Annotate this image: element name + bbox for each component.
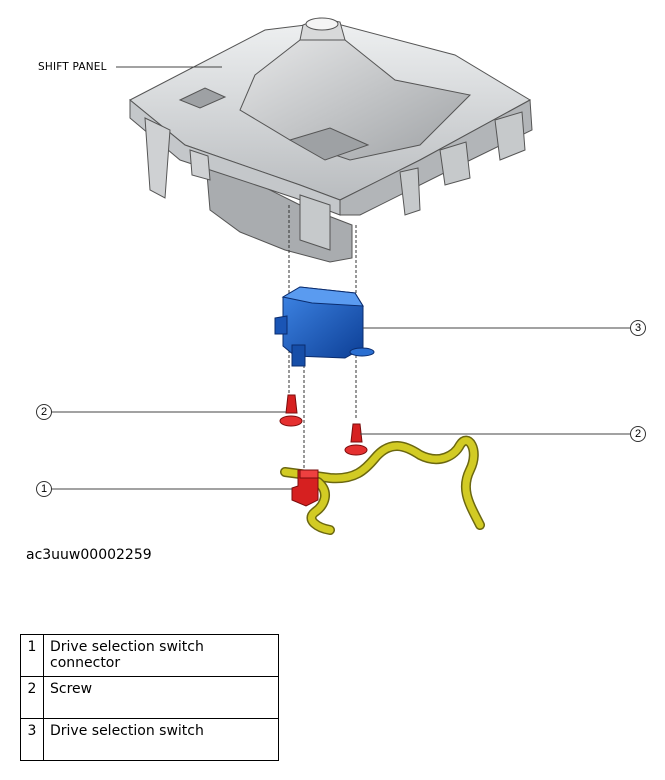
parts-legend-table: 1 Drive selection switch connector 2 Scr… [20, 634, 279, 761]
screw-left [279, 394, 303, 427]
drive-selection-switch [274, 286, 375, 367]
shift-panel [129, 17, 533, 263]
callout-3: 3 [630, 320, 646, 336]
wire-harness [280, 435, 485, 535]
part-description: Drive selection switch [43, 718, 279, 761]
parts-diagram: SHIFT PANEL 3 2 2 1 [36, 17, 646, 535]
part-number: 1 [20, 634, 44, 677]
callout-2-left: 2 [36, 404, 52, 420]
table-row: 1 Drive selection switch connector [20, 634, 279, 677]
drive-selection-switch-connector [291, 469, 319, 507]
table-row: 2 Screw [20, 676, 279, 719]
exploded-view-illustration [50, 17, 630, 535]
part-description: Screw [43, 676, 279, 719]
part-number: 2 [20, 676, 44, 719]
screw-right [344, 423, 368, 456]
callout-leaders [50, 327, 630, 490]
part-description: Drive selection switch connector [43, 634, 279, 677]
part-number: 3 [20, 718, 44, 761]
callout-2-right: 2 [630, 426, 646, 442]
callout-1: 1 [36, 481, 52, 497]
table-row: 3 Drive selection switch [20, 718, 279, 761]
figure-caption: ac3uuw00002259 [26, 547, 152, 563]
shift-panel-label: SHIFT PANEL [38, 61, 107, 73]
